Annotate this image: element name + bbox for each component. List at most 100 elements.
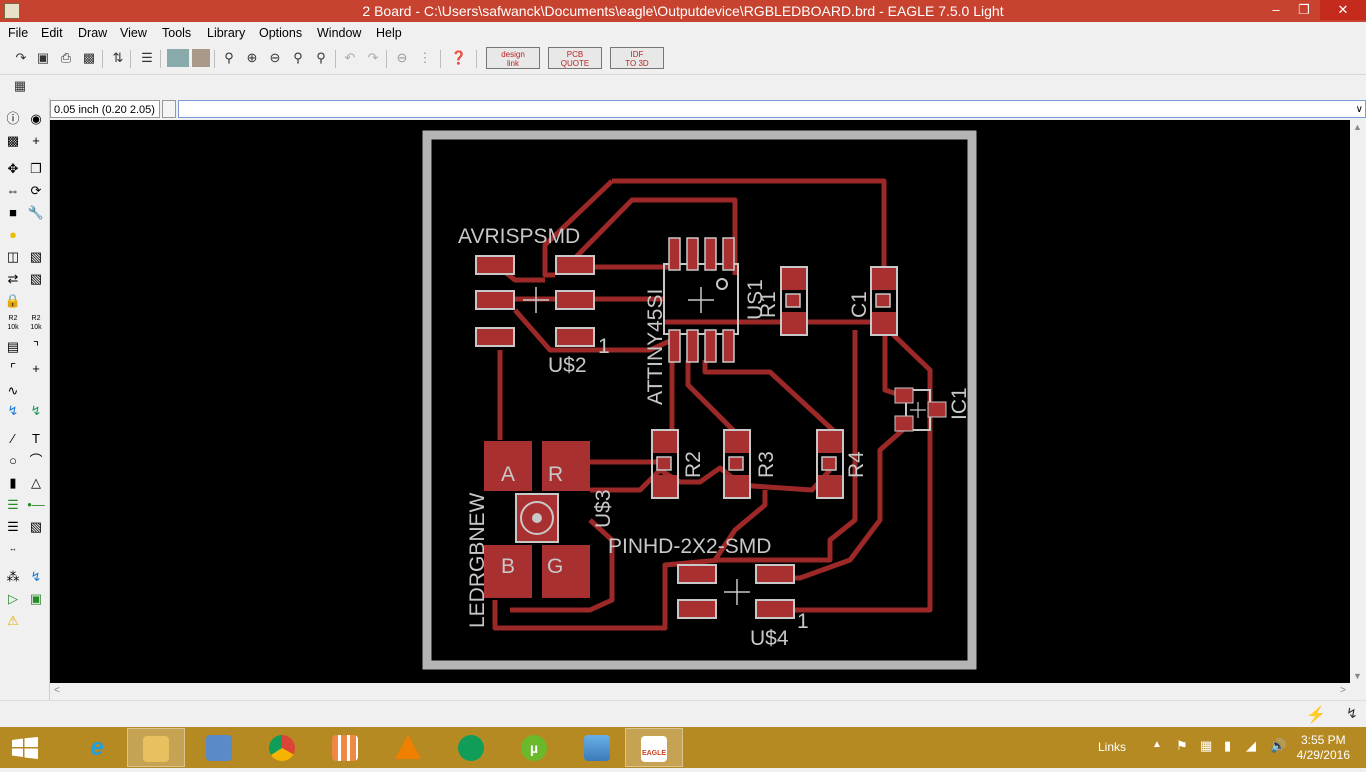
rotate-icon[interactable]: ⟳ [30, 183, 42, 198]
menu-help[interactable]: Help [376, 26, 402, 40]
replace-icon[interactable]: ⇄ [7, 271, 19, 286]
redo-icon[interactable]: ↷ [367, 50, 379, 65]
taskbar-photos[interactable] [568, 728, 626, 767]
route-icon[interactable]: ↯ [7, 403, 19, 418]
scroll-up-icon[interactable]: ▲ [1353, 122, 1362, 132]
print-icon[interactable]: ⎙ [60, 50, 72, 65]
taskbar-file-explorer[interactable] [127, 728, 185, 767]
minimize-button[interactable]: – [1272, 2, 1280, 17]
zoom-select-icon[interactable]: ⚲ [316, 50, 326, 65]
smash-icon[interactable]: ▤ [6, 339, 20, 354]
coordinate-toggle-button[interactable] [162, 100, 176, 118]
via-icon[interactable]: ☰ [7, 497, 19, 512]
zoom-fit-icon[interactable]: ⚲ [224, 50, 234, 65]
change-icon[interactable]: 🔧 [27, 205, 45, 220]
clock[interactable]: 3:55 PM 4/29/2016 [1297, 733, 1350, 763]
menu-edit[interactable]: Edit [41, 26, 63, 40]
errors-icon[interactable]: ⚠ [7, 613, 19, 628]
eagle-app-icon[interactable] [4, 3, 20, 19]
menu-file[interactable]: File [8, 26, 29, 40]
vertical-scrollbar[interactable]: ▲ ▼ [1350, 120, 1366, 683]
add-icon[interactable]: ▧ [29, 249, 43, 264]
info-icon[interactable]: ⓘ [6, 111, 20, 126]
optimize-icon[interactable]: + [32, 361, 40, 376]
help-icon[interactable]: ❓ [450, 50, 468, 65]
taskbar-hangouts[interactable] [442, 728, 500, 767]
taskbar-chrome[interactable] [253, 728, 311, 767]
grid-icon[interactable]: ▦ [13, 78, 27, 93]
split-icon[interactable]: ⌜ [9, 361, 17, 376]
ripup-icon[interactable]: ↯ [30, 403, 42, 418]
dimension-icon[interactable]: ↔ [9, 544, 17, 553]
airwire-icon[interactable]: ↯ [1346, 705, 1358, 721]
attribute-icon[interactable]: ▧ [29, 519, 43, 534]
go-icon[interactable]: ⋮ [418, 50, 432, 65]
rect-icon[interactable]: ▮ [9, 475, 17, 490]
lock-icon[interactable]: 🔒 [4, 293, 22, 308]
lock-component-icon[interactable]: ▧ [29, 271, 43, 286]
miter-icon[interactable]: ⌝ [32, 339, 40, 354]
script-icon[interactable]: ⇅ [112, 50, 124, 65]
menu-view[interactable]: View [120, 26, 147, 40]
close-button[interactable]: ✕ [1320, 0, 1366, 20]
group-icon[interactable]: ■ [9, 205, 17, 220]
scroll-left-icon[interactable]: < [54, 685, 60, 696]
delete-icon[interactable]: ◫ [6, 249, 20, 264]
tray-expand-icon[interactable]: ▲ [1152, 739, 1162, 750]
cam-processor-icon[interactable]: ▩ [82, 50, 96, 65]
restore-button[interactable]: ❐ [1298, 2, 1310, 17]
meander-icon[interactable]: ∿ [7, 383, 19, 398]
open-icon[interactable]: ↷ [15, 50, 27, 65]
volume-icon[interactable]: 🔊 [1270, 738, 1287, 753]
menu-window[interactable]: Window [317, 26, 362, 40]
scroll-down-icon[interactable]: ▼ [1353, 671, 1362, 681]
erc-icon[interactable]: ▷ [8, 591, 18, 606]
scroll-right-icon[interactable]: > [1340, 685, 1346, 696]
network-icon[interactable]: ◢ [1246, 738, 1256, 753]
taskbar-eagle[interactable]: EAGLE [625, 728, 683, 767]
wire-icon[interactable]: ∕ [11, 431, 15, 446]
menu-tools[interactable]: Tools [162, 26, 192, 40]
zoom-redraw-icon[interactable]: ⚲ [293, 50, 303, 65]
mark-icon[interactable]: + [32, 133, 40, 148]
ratsnest-icon[interactable]: ⁂ [6, 569, 20, 584]
flag-icon[interactable]: ⚑ [1176, 738, 1188, 753]
battery-icon[interactable]: ▮ [1224, 738, 1232, 753]
save-icon[interactable]: ▣ [36, 50, 50, 65]
menu-library[interactable]: Library [207, 26, 246, 40]
drc-icon[interactable]: ▣ [29, 591, 43, 606]
hole-icon[interactable]: ☰ [7, 519, 19, 534]
schematic-icon[interactable] [167, 49, 189, 67]
taskbar-utorrent[interactable]: µ [505, 728, 563, 767]
paste-icon[interactable]: ● [9, 227, 17, 242]
signal-icon[interactable]: •— [27, 497, 45, 512]
circle-icon[interactable]: ○ [9, 453, 17, 468]
board-icon[interactable] [192, 49, 210, 67]
display-icon[interactable]: ▩ [6, 133, 20, 148]
zoom-out-icon[interactable]: ⊖ [269, 50, 281, 65]
auto-icon[interactable]: ↯ [30, 569, 42, 584]
lightning-icon[interactable]: ⚡ [1306, 707, 1326, 724]
taskbar-windows-store[interactable] [316, 728, 374, 767]
copy-icon[interactable]: ❐ [30, 161, 42, 176]
taskbar-vlc[interactable] [379, 728, 437, 767]
links-toolbar[interactable]: Links [1098, 740, 1127, 754]
stop-icon[interactable]: ⊖ [396, 50, 408, 65]
board-canvas[interactable]: AVRISPSMD U$2 1 ATTINY45SI US1 R1 C1 IC1… [50, 120, 1350, 683]
show-icon[interactable]: ◉ [30, 111, 42, 126]
zoom-in-icon[interactable]: ⊕ [246, 50, 258, 65]
taskbar-internet-explorer[interactable]: e [68, 728, 126, 767]
menu-draw[interactable]: Draw [78, 26, 108, 40]
arc-icon[interactable]: ⌒ [29, 453, 43, 468]
windows-update-icon[interactable]: ▦ [1200, 738, 1213, 753]
mirror-icon[interactable]: ⇔ [6, 183, 20, 198]
taskbar-remote-desktop[interactable] [190, 728, 248, 767]
text-icon[interactable]: T [32, 431, 40, 446]
horizontal-scrollbar[interactable]: < > [50, 683, 1350, 699]
undo-icon[interactable]: ↶ [344, 50, 356, 65]
layer-settings-icon[interactable]: ☰ [141, 50, 153, 65]
